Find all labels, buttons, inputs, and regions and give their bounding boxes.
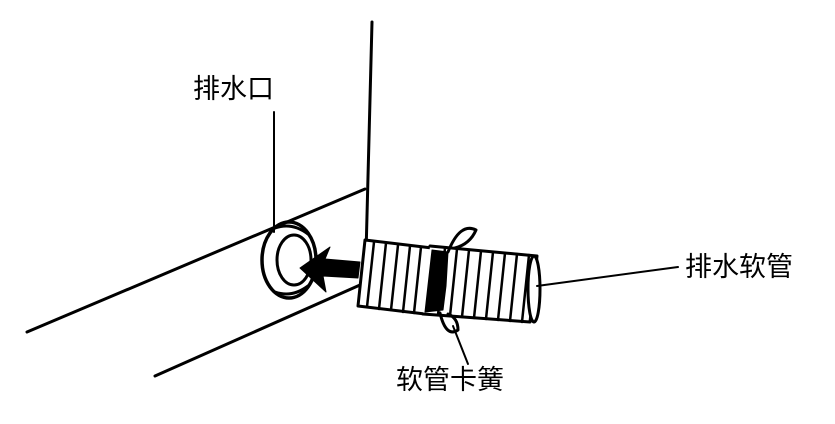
hose-clip	[438, 226, 478, 334]
drain-outlet	[260, 220, 318, 300]
label-drain-outlet: 排水口	[193, 74, 274, 105]
drain-hose	[356, 238, 542, 324]
leader-hose-clip	[452, 325, 469, 365]
insertion-arrow	[299, 246, 361, 293]
label-drain-hose: 排水软管	[685, 252, 793, 283]
leader-drain-hose	[536, 266, 679, 287]
label-hose-clip: 软管卡簧	[396, 365, 504, 396]
